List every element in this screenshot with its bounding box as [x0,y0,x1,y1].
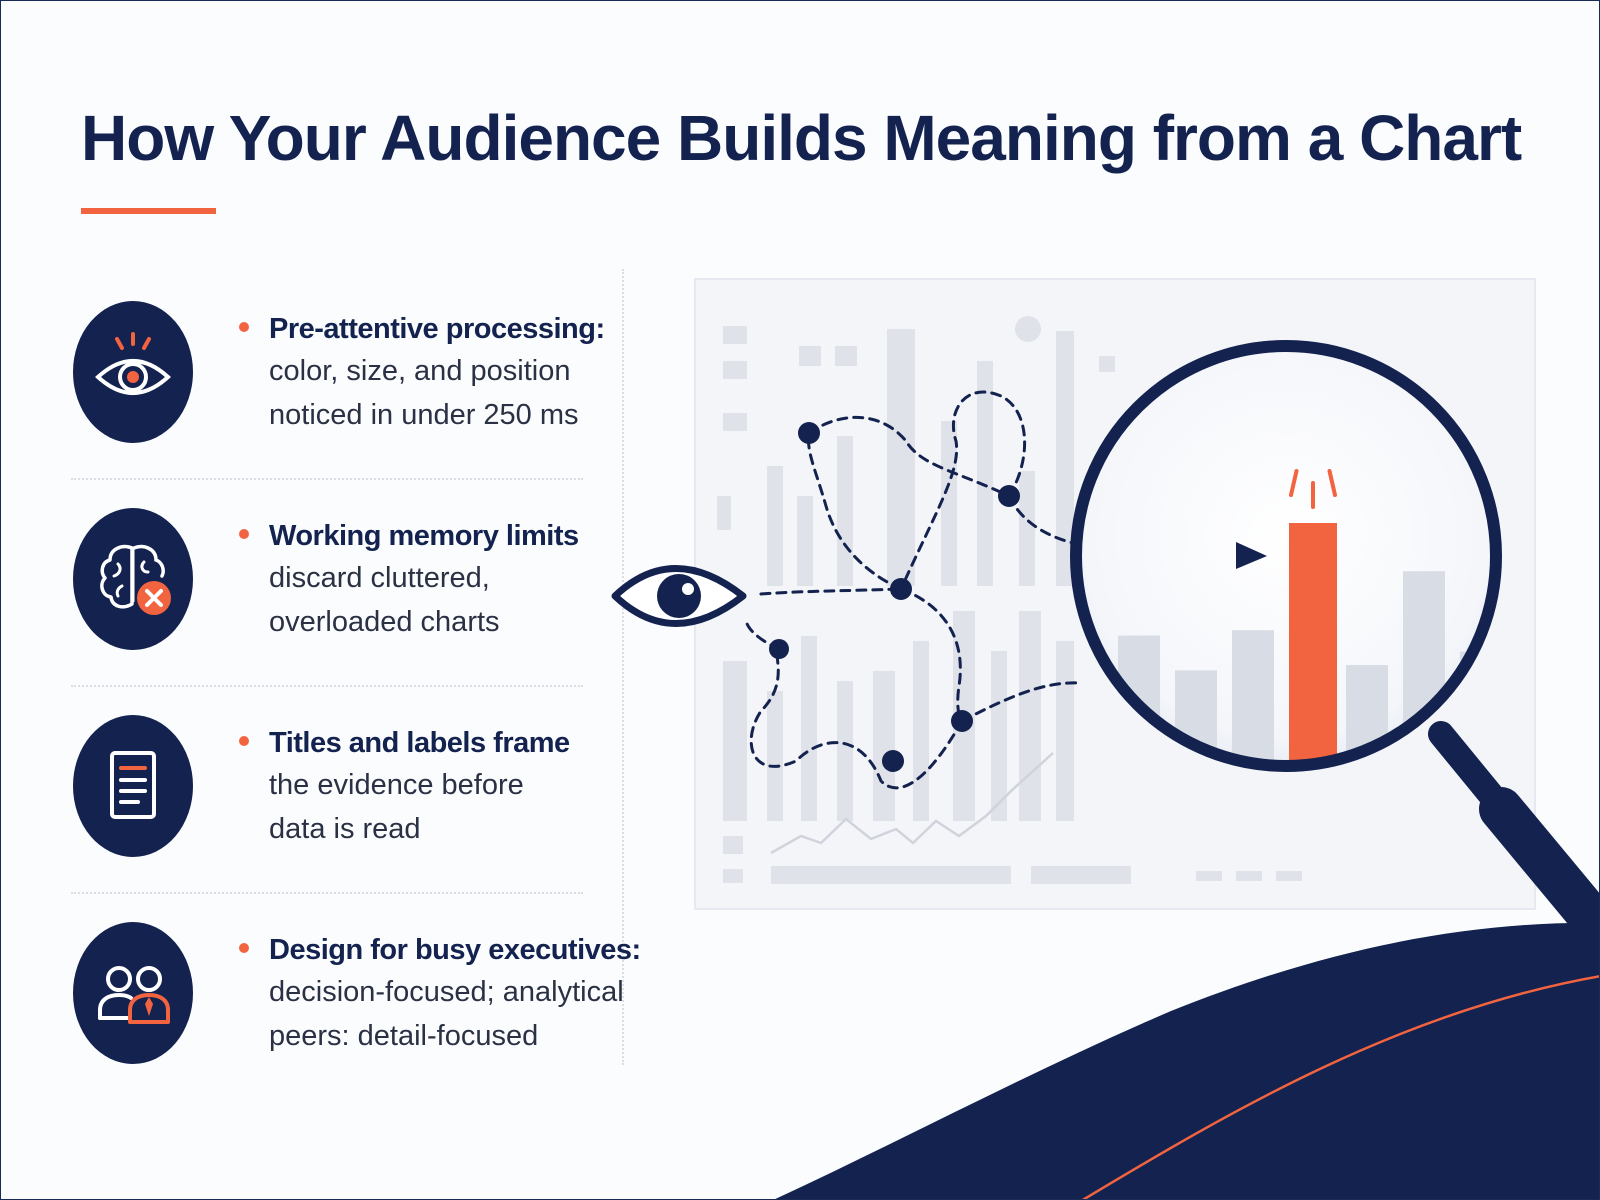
document-icon [110,751,156,819]
point-heading: Working memory limits [269,520,579,552]
point-preattentive: Pre-attentive processing: color, size, a… [73,301,605,451]
highlight-burst-line [1327,469,1337,497]
people-icon-badge [73,922,193,1064]
point-text-line: overloaded charts [269,606,500,638]
magnified-bar [1232,630,1274,766]
brain-icon-badge [73,508,193,650]
point-audience-types: Design for busy executives: decision-foc… [73,922,641,1072]
gaze-arrow-head [1236,542,1267,569]
bullet-dot [239,736,249,746]
point-heading: Pre-attentive processing: [269,313,605,345]
row-divider [71,685,583,687]
highlighted-bar [1289,523,1337,766]
point-text-line: the evidence before [269,769,524,801]
eye-icon-badge [73,301,193,443]
decorative-wave [775,922,1599,1199]
gaze-point-markers [769,422,1020,772]
people-icon [98,966,170,1024]
gaze-path [744,390,1243,790]
point-working-memory: Working memory limits discard cluttered,… [73,508,603,658]
eye-icon [95,332,171,395]
point-text-line: decision-focused; analytical [269,976,624,1008]
title-underline [81,208,216,214]
highlight-burst-line [1289,469,1299,497]
point-text-line: peers: detail-focused [269,1020,539,1052]
point-heading: Titles and labels frame [269,727,570,759]
column-divider [622,269,624,1065]
point-text-line: discard cluttered, [269,562,490,594]
point-text-line: data is read [269,813,421,845]
document-icon-badge [73,715,193,857]
row-divider [71,478,583,480]
bullet-dot [239,529,249,539]
chart-reading-illustration [611,278,1599,1199]
point-text-line: noticed in under 250 ms [269,399,579,431]
point-text-line: color, size, and position [269,355,571,387]
row-divider [71,892,583,894]
point-titles-labels: Titles and labels frame the evidence bef… [73,715,603,865]
brain-icon [100,544,171,615]
bullet-dot [239,322,249,332]
decorative-wave-line [1081,975,1599,1199]
viewer-eye-icon [611,565,747,627]
bullet-dot [239,943,249,953]
page-title: How Your Audience Builds Meaning from a … [81,102,1522,174]
point-heading: Design for busy executives: [269,934,641,966]
